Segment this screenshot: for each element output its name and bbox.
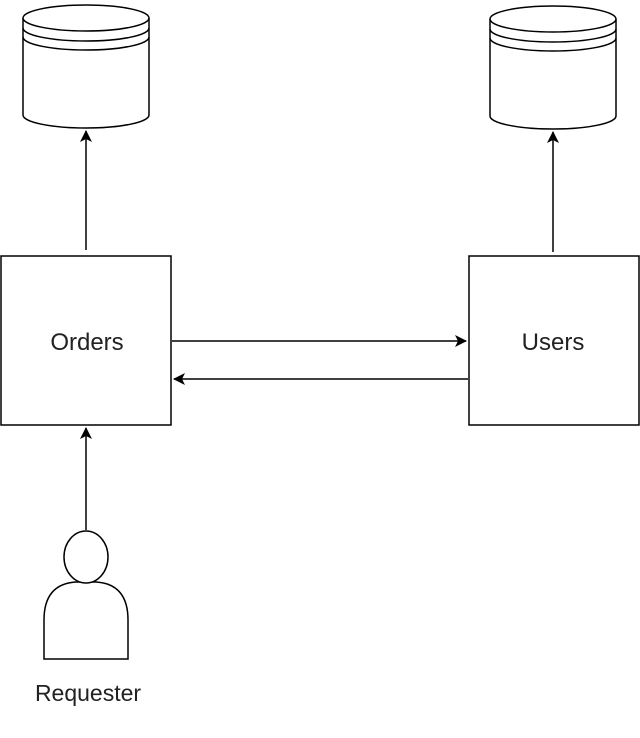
orders-service: Orders — [0, 255, 172, 426]
orders-label: Orders — [50, 329, 123, 356]
users-service: Users — [468, 255, 640, 426]
person-icon — [43, 530, 129, 660]
requester-actor: Requester — [35, 530, 141, 706]
requester-label: Requester — [35, 680, 141, 706]
users-box — [468, 255, 640, 426]
orders-box — [0, 255, 172, 426]
users-label: Users — [522, 329, 585, 356]
orders-database-icon — [22, 4, 150, 129]
users-database-icon — [489, 5, 617, 130]
